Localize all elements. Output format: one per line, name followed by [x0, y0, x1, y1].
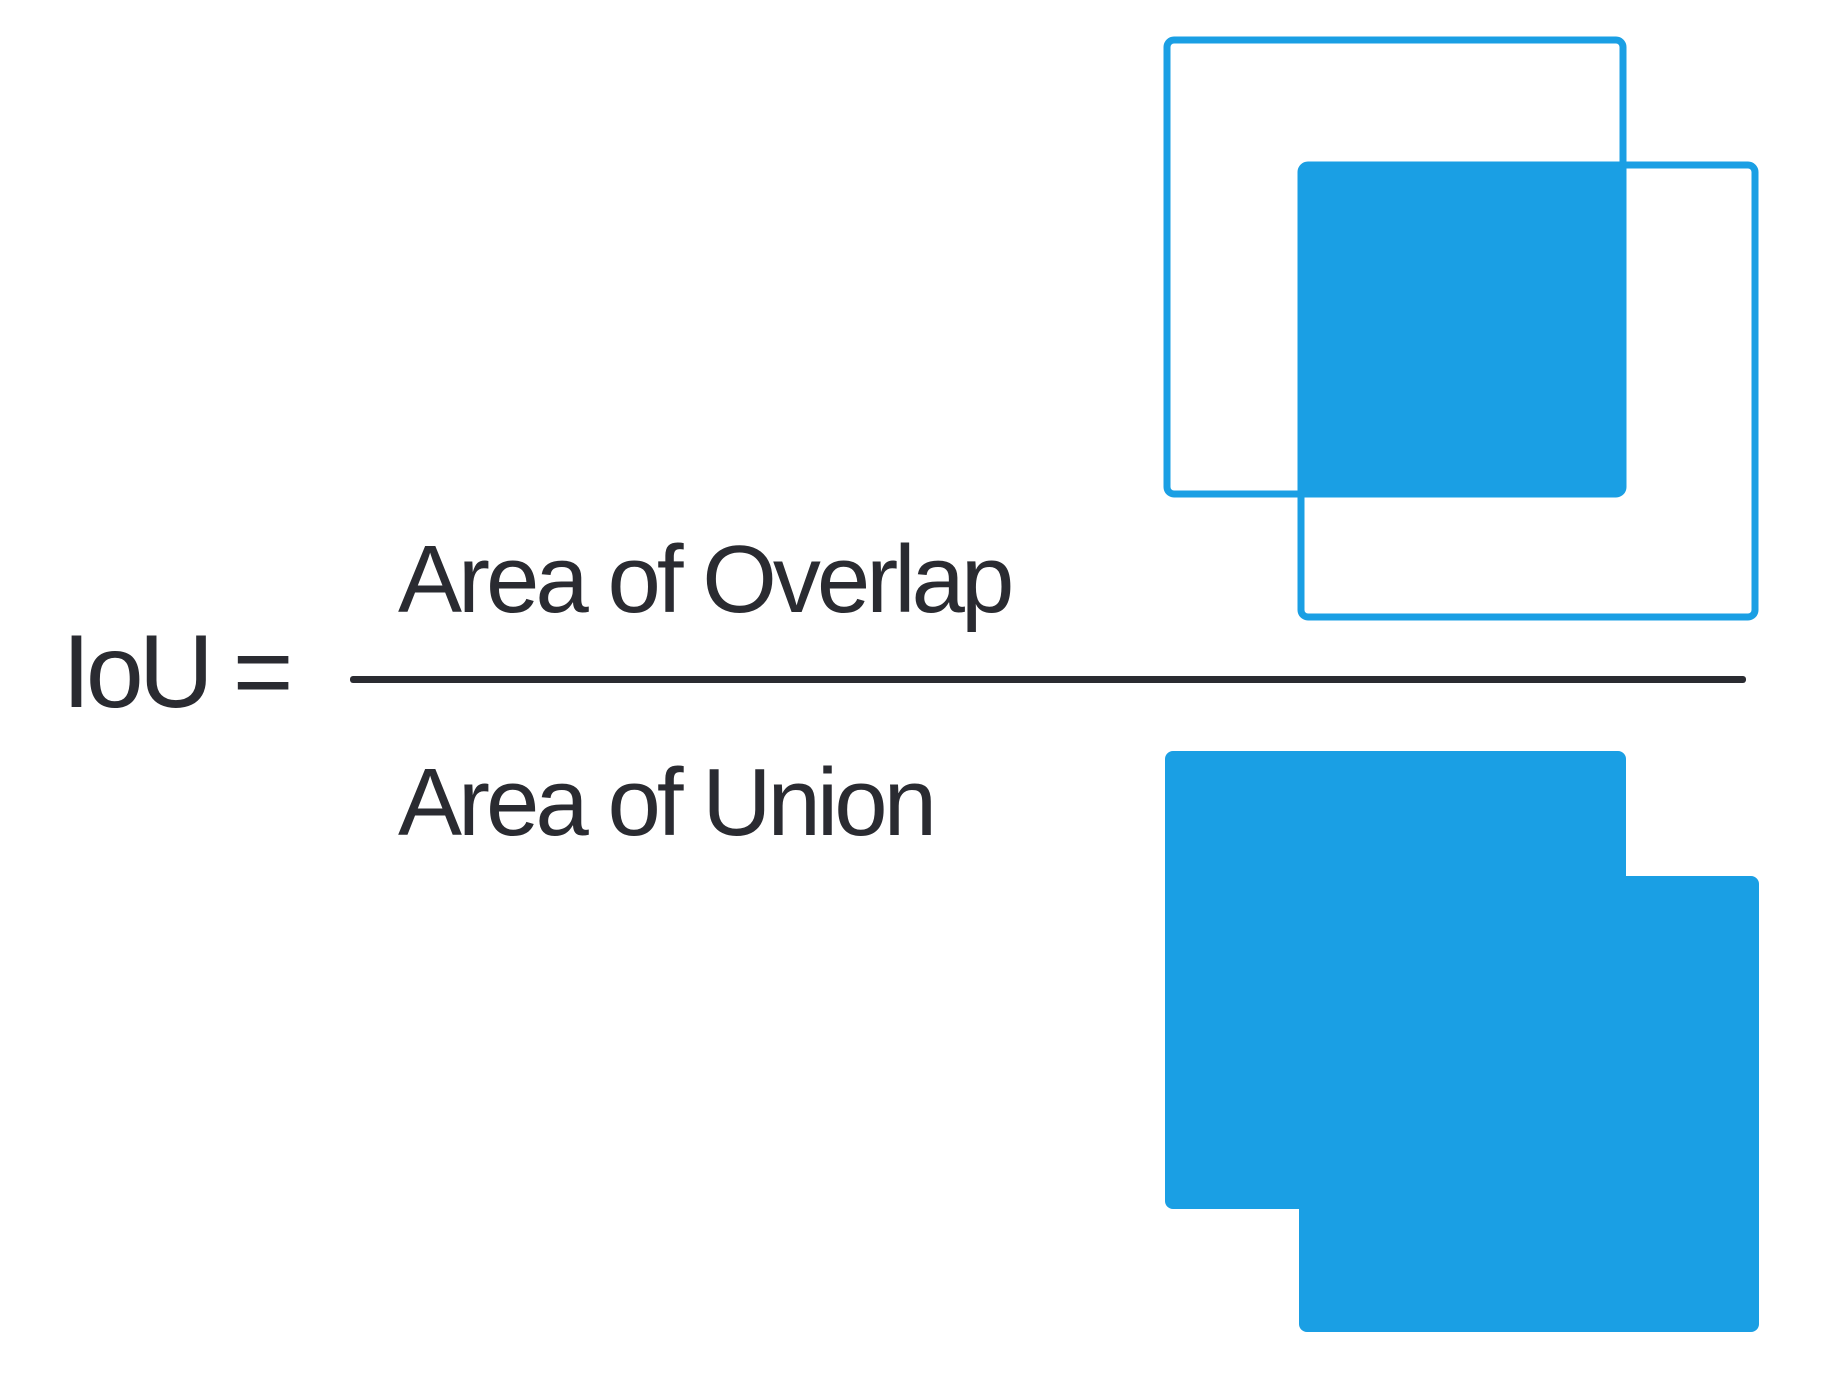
overlap-illustration	[1163, 36, 1759, 621]
union-box-b	[1299, 876, 1759, 1332]
overlap-region	[1301, 163, 1623, 494]
box-b-outline	[1297, 161, 1759, 621]
fraction-bar	[350, 676, 1746, 683]
denominator-text: Area of Union	[398, 749, 937, 856]
numerator-text: Area of Overlap	[398, 526, 1014, 633]
iou-label: IoU =	[62, 614, 293, 730]
box-a-outline	[1163, 36, 1627, 498]
union-illustration	[1165, 751, 1759, 1332]
